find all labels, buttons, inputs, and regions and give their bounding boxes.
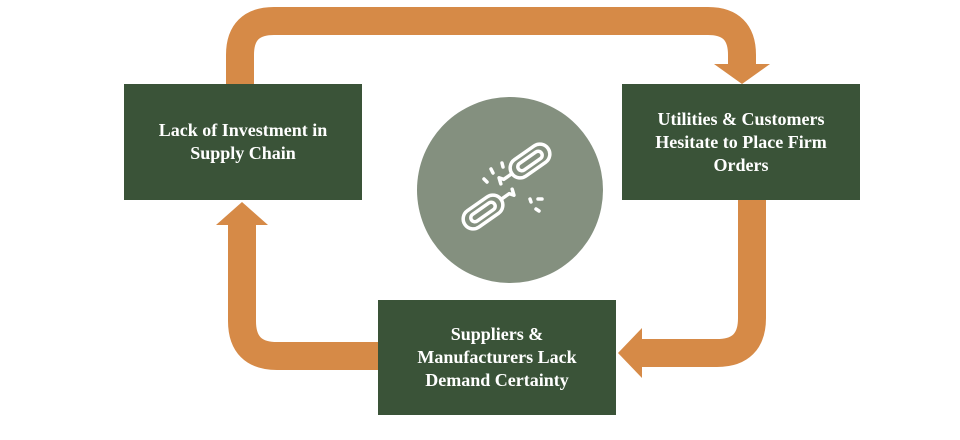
arrowhead-left: [216, 202, 268, 225]
box-label: Utilities & Customers Hesitate to Place …: [655, 108, 827, 175]
arrowhead-top: [714, 64, 770, 84]
box-label: Suppliers & Manufacturers Lack Demand Ce…: [417, 324, 577, 390]
arrow-right: [640, 200, 766, 367]
center-circle: [417, 97, 603, 283]
box-suppliers-lack-certainty: Suppliers & Manufacturers Lack Demand Ce…: [378, 300, 616, 415]
box-label: Lack of Investment in Supply Chain: [158, 120, 328, 163]
broken-chain-link-icon: [461, 142, 552, 231]
arrow-top: [226, 7, 756, 84]
arrow-left: [228, 222, 378, 370]
box-utilities-hesitate: Utilities & Customers Hesitate to Place …: [622, 84, 860, 200]
arrowhead-right: [618, 328, 642, 378]
box-lack-of-investment: Lack of Investment in Supply Chain: [124, 84, 362, 200]
